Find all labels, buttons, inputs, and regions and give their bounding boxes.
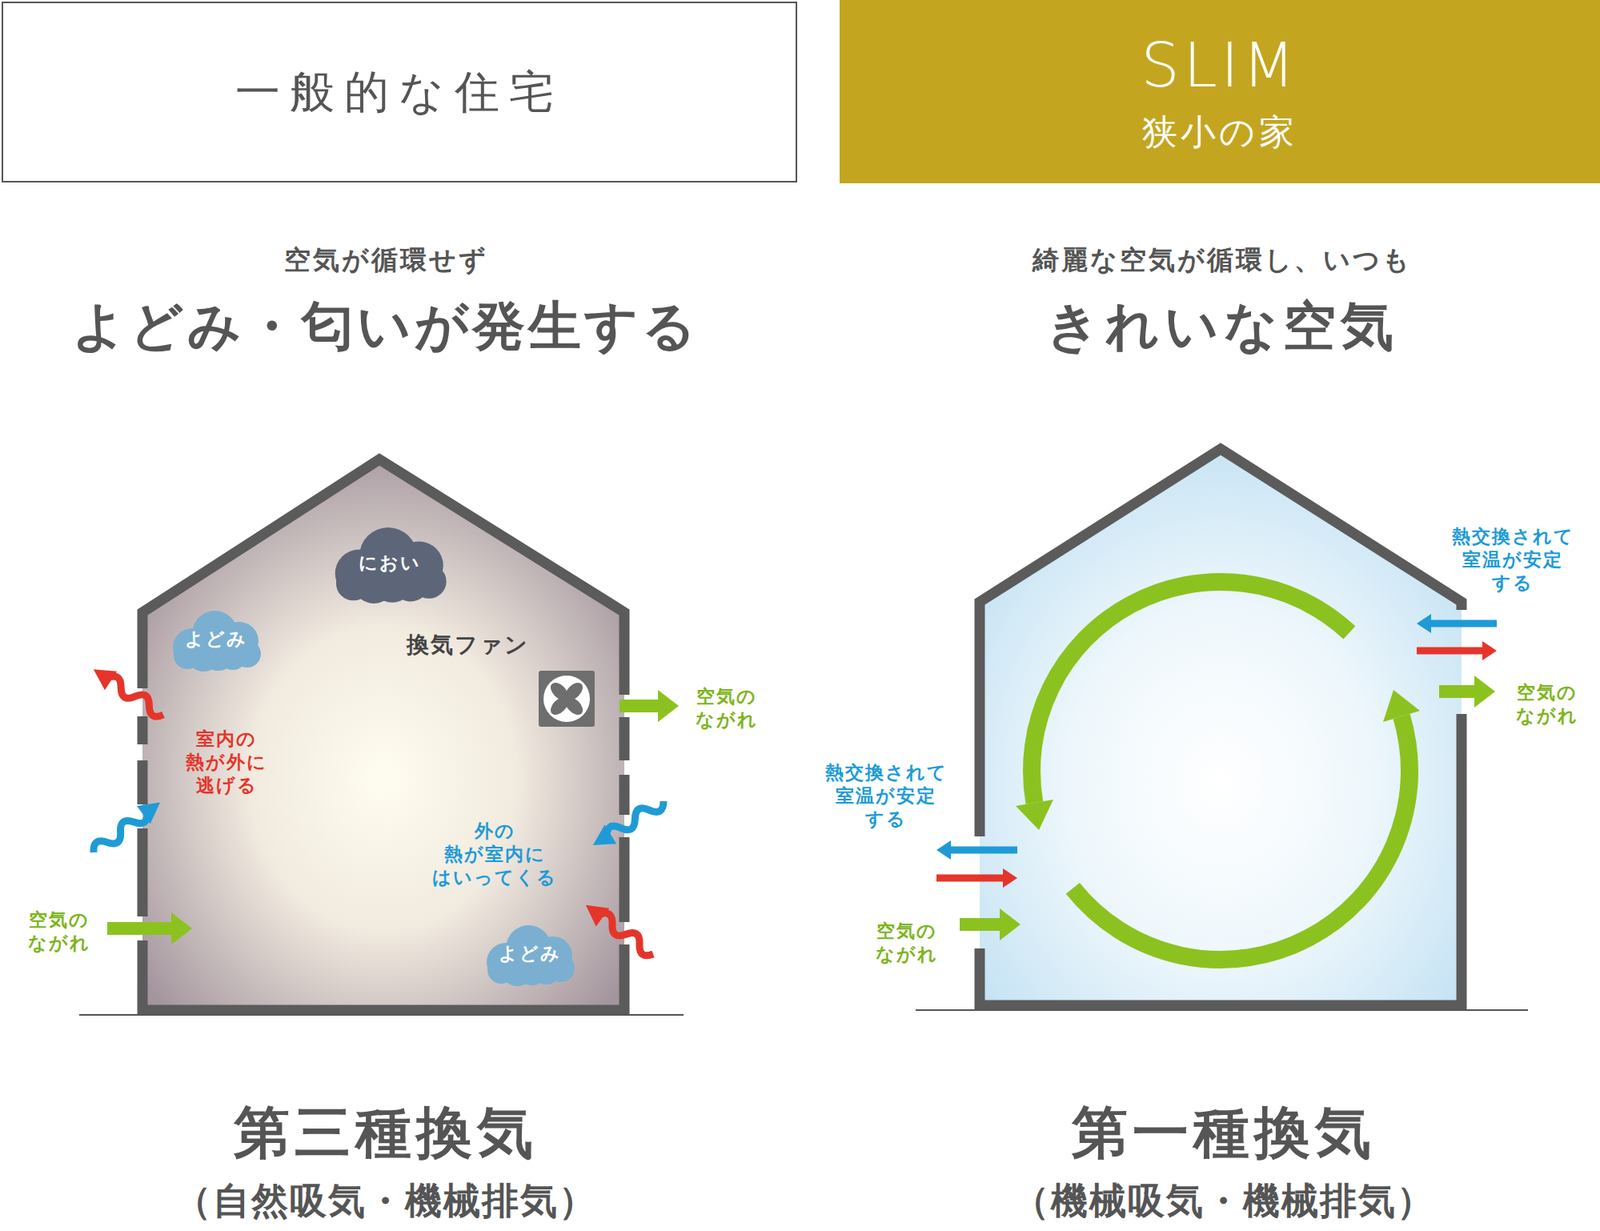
label-anchor: 外の 熱が室内に はいってくる bbox=[432, 819, 558, 889]
airflow-note: 空気の ながれ bbox=[28, 908, 91, 955]
airflow-arrow bbox=[1439, 675, 1496, 708]
wall-segment bbox=[619, 774, 630, 815]
label-anchor: 綺麗な空気が循環し、いつも bbox=[1032, 244, 1412, 276]
label-anchor: よどみ・匂いが発生する bbox=[72, 296, 700, 357]
wavy-shaft bbox=[603, 795, 668, 843]
fan-opening bbox=[543, 675, 590, 722]
label-anchor: 熱交換されて 室温が安定 する bbox=[825, 761, 948, 831]
arrow-head bbox=[579, 896, 610, 927]
cloud-text: よどみ bbox=[184, 629, 248, 650]
arrow-head bbox=[136, 793, 168, 824]
arrow-head bbox=[1015, 799, 1054, 831]
wall-segment bbox=[137, 828, 149, 917]
house-floor bbox=[979, 980, 1462, 1006]
header-text: 一般的な住宅 bbox=[235, 67, 565, 117]
system-subtitle: （機械吸気・機械排気） bbox=[1012, 1179, 1436, 1223]
header-band: SLIM 狭小の家 bbox=[839, 0, 1600, 184]
label-anchor: 空気の ながれ bbox=[695, 685, 758, 732]
odor-cloud: におい bbox=[328, 523, 452, 604]
heat-arrow bbox=[936, 840, 1018, 860]
brand-name: SLIM bbox=[1141, 32, 1300, 100]
headline-text: よどみ・匂いが発生する bbox=[72, 296, 700, 357]
house-interior bbox=[979, 449, 1462, 1006]
headline-text: きれいな空気 bbox=[1046, 296, 1399, 357]
airflow-note: 空気の ながれ bbox=[1515, 681, 1579, 728]
airflow-arrow bbox=[107, 912, 193, 945]
heat-exchange-note: 熱交換されて 室温が安定 する bbox=[1451, 525, 1575, 594]
arrow-head bbox=[87, 660, 117, 691]
label-anchor: 換気ファン bbox=[406, 632, 530, 658]
fan-blade bbox=[547, 679, 572, 704]
heat-arrow bbox=[1416, 613, 1497, 634]
label-anchor: （自然吸気・機械排気） bbox=[174, 1179, 598, 1223]
fan-housing bbox=[538, 670, 595, 727]
system-subtitle: （自然吸気・機械排気） bbox=[174, 1179, 598, 1223]
fan-icon bbox=[538, 670, 595, 727]
wall-segment bbox=[1456, 713, 1468, 981]
label-anchor: 空気の ながれ bbox=[28, 908, 91, 955]
label-anchor: 室内の 熱が外に 逃げる bbox=[185, 727, 268, 797]
wall-segment bbox=[137, 940, 149, 985]
header-box: 一般的な住宅 bbox=[1, 1, 798, 183]
label-anchor: 空気の ながれ bbox=[1515, 681, 1579, 728]
heat-arrow bbox=[1416, 641, 1497, 661]
arrow-head bbox=[586, 824, 617, 855]
heat-arrow bbox=[936, 868, 1018, 888]
system-title: 第一種換気 bbox=[1071, 1100, 1376, 1166]
lead-text: 空気が循環せず bbox=[284, 244, 489, 276]
stagnation-cloud: よどみ bbox=[481, 922, 579, 987]
circulation-arc bbox=[1072, 716, 1410, 960]
label-anchor: 空気が循環せず bbox=[284, 244, 489, 276]
airflow-note: 空気の ながれ bbox=[875, 919, 939, 967]
house-wall bbox=[142, 640, 625, 985]
wall-segment bbox=[619, 640, 630, 695]
wall-segment bbox=[974, 632, 986, 837]
heat-arrow bbox=[586, 791, 670, 855]
heat-arrow bbox=[87, 660, 169, 725]
wall-segment bbox=[974, 948, 986, 981]
label-anchor: 第三種換気 bbox=[233, 1100, 538, 1166]
label-anchor: きれいな空気 bbox=[1046, 296, 1399, 357]
wavy-shaft bbox=[594, 909, 657, 959]
wavy-shaft bbox=[89, 806, 152, 858]
wall-segment bbox=[137, 760, 149, 805]
heat-note: 室内の 熱が外に 逃げる bbox=[185, 727, 268, 797]
heat-arrow bbox=[87, 793, 168, 862]
fan-hub bbox=[562, 694, 571, 703]
label-anchor: 熱交換されて 室温が安定 する bbox=[1451, 525, 1575, 594]
wall-segment bbox=[137, 640, 149, 689]
cloud-text: よどみ bbox=[498, 943, 562, 964]
house-roof bbox=[979, 449, 1462, 633]
circulation-arc bbox=[1031, 581, 1350, 803]
cloud-text: におい bbox=[358, 553, 422, 574]
label-anchor: 第一種換気 bbox=[1071, 1100, 1376, 1166]
ground-line bbox=[79, 1014, 684, 1016]
wall-segment bbox=[619, 837, 630, 923]
label-anchor: （機械吸気・機械排気） bbox=[1012, 1179, 1436, 1223]
airflow-note: 空気の ながれ bbox=[695, 685, 758, 732]
system-title: 第三種換気 bbox=[233, 1100, 538, 1166]
brand-subtitle: 狭小の家 bbox=[1142, 112, 1299, 152]
label-anchor: 空気の ながれ bbox=[875, 919, 939, 967]
house-interior bbox=[142, 459, 625, 1011]
wall-segment bbox=[137, 716, 149, 745]
arrow-head bbox=[1383, 689, 1420, 722]
wall-segment bbox=[619, 944, 630, 985]
stagnation-cloud: よどみ bbox=[168, 607, 265, 672]
heat-note: 外の 熱が室内に はいってくる bbox=[432, 819, 558, 889]
wavy-shaft bbox=[103, 673, 167, 721]
part-label: 換気ファン bbox=[406, 632, 530, 658]
heat-arrow bbox=[579, 896, 661, 964]
heat-exchange-note: 熱交換されて 室温が安定 する bbox=[825, 761, 948, 831]
airflow-arrow bbox=[619, 689, 679, 722]
wall-segment bbox=[619, 717, 630, 761]
ground-line bbox=[915, 1009, 1528, 1011]
house-floor bbox=[142, 984, 625, 1011]
airflow-arrow bbox=[959, 908, 1021, 941]
lead-text: 綺麗な空気が循環し、いつも bbox=[1032, 244, 1412, 276]
